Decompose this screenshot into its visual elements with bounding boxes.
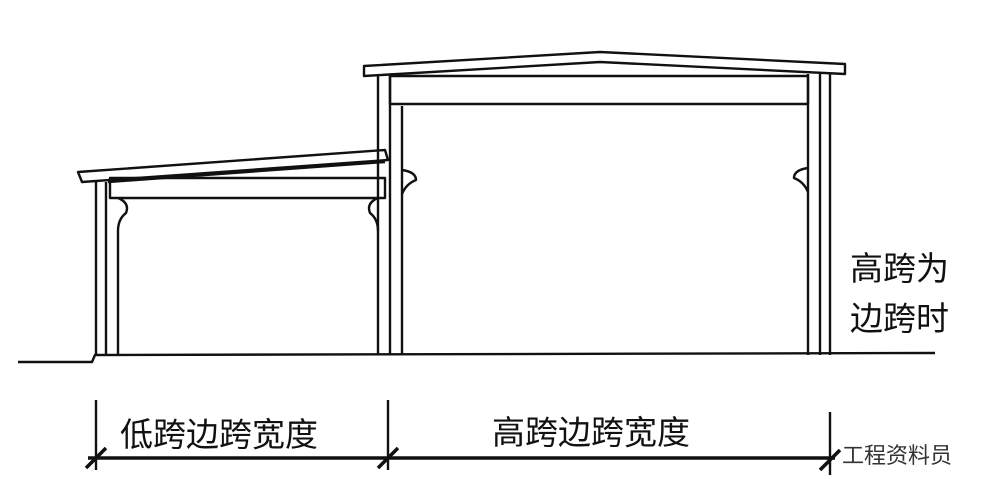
- watermark: 工程资料员: [842, 444, 952, 469]
- low-span-width-label: 低跨边跨宽度: [120, 415, 318, 454]
- high-span-edge-label-line2: 边跨时: [850, 299, 949, 338]
- high-span-width-label: 高跨边跨宽度: [492, 413, 690, 452]
- ground-line: [18, 351, 936, 364]
- middle-columns: [376, 75, 418, 355]
- high-span-structure: [362, 50, 847, 355]
- high-span-edge-label-line1: 高跨为: [850, 249, 949, 288]
- dimension-line: [84, 400, 842, 475]
- low-span-structure: [76, 148, 390, 356]
